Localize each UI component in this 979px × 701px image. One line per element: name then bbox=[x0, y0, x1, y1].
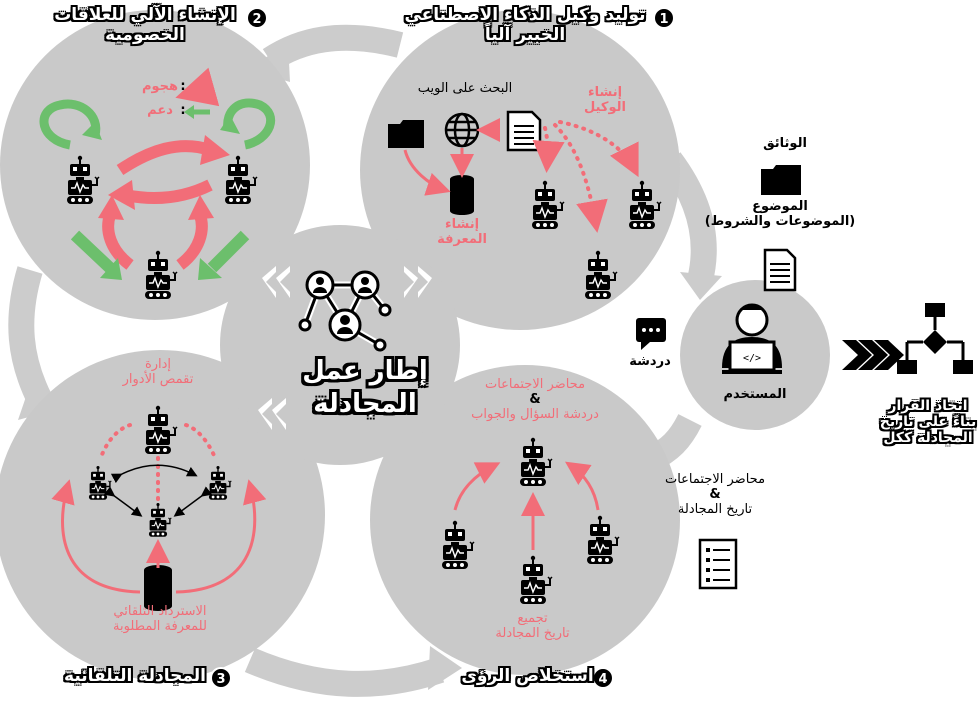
checklist-icon bbox=[698, 538, 738, 590]
user-laptop-icon: </> bbox=[722, 303, 782, 374]
attack-legend-colon: : bbox=[180, 79, 186, 94]
step-2-number: 2 bbox=[252, 12, 261, 27]
network-icon bbox=[298, 270, 392, 352]
flowchart-icon bbox=[897, 303, 973, 374]
document-icon bbox=[763, 248, 797, 292]
svg-text:</>: </> bbox=[743, 353, 761, 364]
user-label: المستخدم bbox=[723, 387, 787, 402]
circle1-icons bbox=[388, 110, 662, 300]
folder-icon bbox=[761, 165, 801, 195]
topic-label: الموضوع(الموضوعات والشروط) bbox=[704, 199, 856, 229]
chevrons-icon bbox=[258, 266, 432, 430]
right-minutes-label: محاضر الاجتماعات & تاريخ المجادلة bbox=[664, 472, 766, 517]
step-1-number: 1 bbox=[659, 12, 668, 27]
globe-icon bbox=[444, 112, 480, 148]
chevrons-icon bbox=[842, 340, 904, 370]
circle-center bbox=[220, 225, 460, 465]
circle3-icons bbox=[51, 404, 267, 611]
support-legend-colon: : bbox=[180, 103, 186, 118]
step-3-number: 3 bbox=[216, 672, 225, 687]
attack-legend-label: هجوم bbox=[141, 79, 179, 94]
chat-bubble-icon bbox=[636, 318, 666, 350]
step-4-number: 4 bbox=[598, 672, 607, 687]
step-4-title: استخلاص الرؤى bbox=[461, 666, 594, 686]
database-icon bbox=[144, 565, 172, 611]
support-legend-label: دعم bbox=[147, 103, 173, 118]
database-icon bbox=[450, 175, 474, 215]
step-number-badges: 1 2 3 4 bbox=[210, 7, 675, 689]
documents-label: الوثائق bbox=[763, 136, 807, 151]
folder-icon bbox=[388, 120, 424, 148]
web-search-label: البحث على الويب bbox=[417, 81, 513, 96]
circle4-icons bbox=[441, 436, 620, 605]
meeting-minutes-label: محاضر الاجتماعات & دردشة السؤال والجواب bbox=[471, 377, 599, 422]
step-3-title: المجادلة التلقائية bbox=[64, 666, 206, 686]
chat-label: دردشة bbox=[629, 354, 671, 369]
circle2-icons bbox=[39, 67, 276, 300]
circle-agent-generation bbox=[360, 10, 680, 330]
right-icons: </> bbox=[636, 165, 973, 590]
circle-insight-extraction bbox=[370, 365, 680, 675]
document-icon bbox=[506, 110, 542, 152]
